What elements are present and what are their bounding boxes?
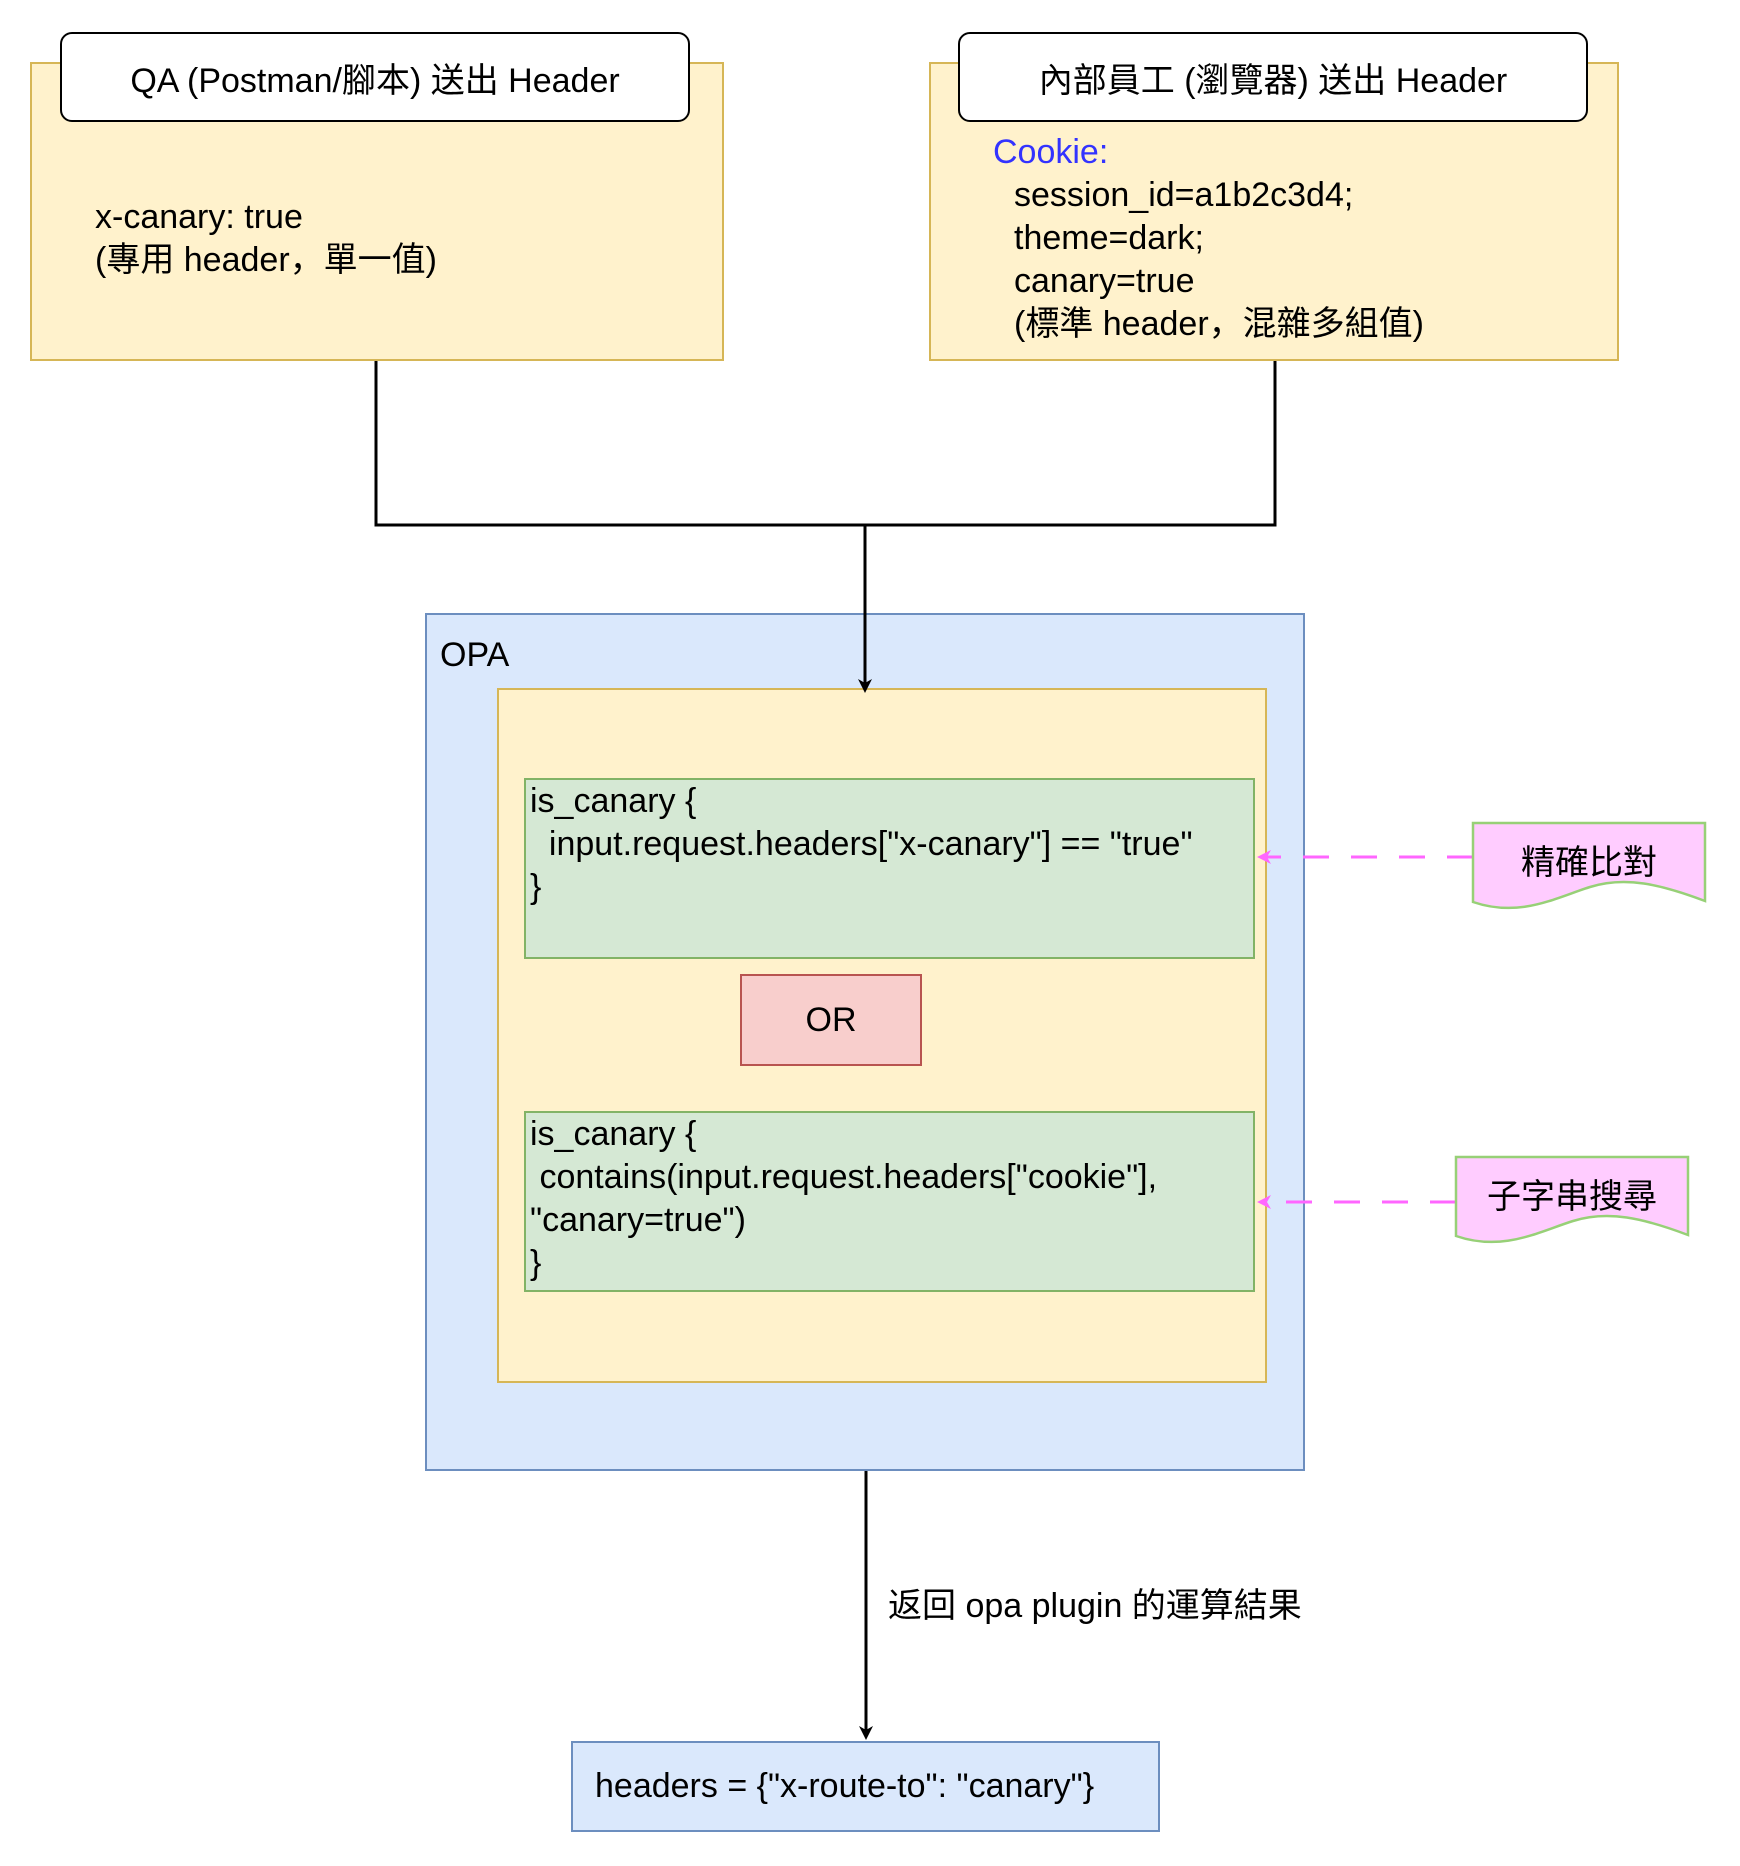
rule-2-line-1: is_canary { (530, 1115, 697, 1153)
rule-2-line-3: "canary=true") (530, 1201, 746, 1239)
rule-2-line-4: } (530, 1244, 542, 1282)
rule-exact-match (524, 778, 1255, 959)
rule-1-code: is_canary { input.request.headers["x-can… (530, 780, 1193, 909)
qa-line-2: (專用 header，單一值) (95, 241, 437, 279)
rule-substring (524, 1111, 1255, 1292)
employee-line-1: session_id=a1b2c3d4; (1014, 176, 1354, 214)
or-box: OR (740, 974, 922, 1066)
result-edge-label: 返回 opa plugin 的運算結果 (888, 1578, 1302, 1627)
qa-edge (374, 361, 865, 527)
or-label: OR (805, 1000, 857, 1039)
employee-title: 內部員工 (瀏覽器) 送出 Header (958, 32, 1588, 122)
substring-search-label: 子字串搜尋 (1487, 1178, 1657, 1216)
cookie-label: Cookie: (993, 133, 1109, 171)
rule-1-line-1: is_canary { (530, 782, 697, 820)
qa-title-text: QA (Postman/腳本) 送出 Header (130, 61, 620, 100)
qa-title: QA (Postman/腳本) 送出 Header (60, 32, 690, 122)
rule-2-line-2: contains(input.request.headers["cookie"]… (530, 1158, 1158, 1196)
employee-edge (865, 361, 1277, 527)
rule-2-code: is_canary { contains(input.request.heade… (530, 1113, 1157, 1285)
employee-title-text: 內部員工 (瀏覽器) 送出 Header (1038, 61, 1508, 100)
qa-body: x-canary: true (專用 header，單一值) (95, 196, 437, 282)
employee-line-2: theme=dark; (1014, 219, 1204, 257)
substring-tag (1454, 1155, 1690, 1244)
employee-line-3: canary=true (1014, 262, 1195, 300)
rule-1-line-3: } (530, 868, 542, 906)
opa-label: OPA (440, 636, 510, 674)
exact-match-tag (1471, 821, 1707, 910)
rule-1-line-2: input.request.headers["x-canary"] == "tr… (530, 825, 1193, 863)
exact-match-label: 精確比對 (1521, 844, 1657, 882)
employee-line-4: (標準 header，混雜多組值) (1014, 305, 1424, 343)
employee-body: Cookie: session_id=a1b2c3d4; theme=dark; ca… (993, 131, 1424, 346)
result-box: headers = {"x-route-to": "canary"} (571, 1741, 1160, 1832)
result-text: headers = {"x-route-to": "canary"} (595, 1767, 1095, 1805)
qa-line-1: x-canary: true (95, 198, 303, 236)
